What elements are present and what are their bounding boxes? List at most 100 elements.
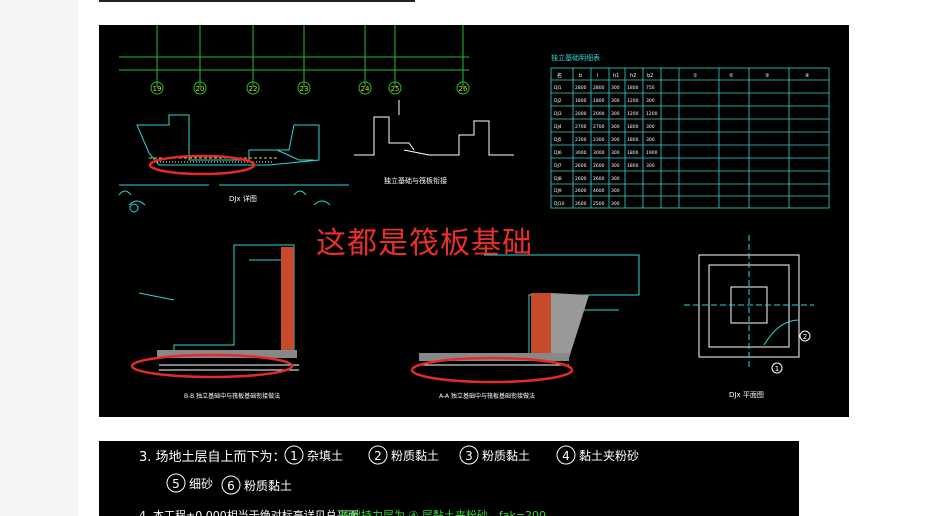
table-cell: 1800 <box>627 124 639 130</box>
table-cell: 2600 <box>575 201 587 207</box>
table-cell: 300 <box>611 188 620 194</box>
plan-mark-label: 1 <box>775 365 779 373</box>
soil-label: 粉质黏土 <box>391 449 439 463</box>
table-cell: 1900 <box>646 150 658 156</box>
soil-num: 6 <box>227 479 235 493</box>
table-cell: DJ8 <box>554 176 562 182</box>
cad-drawing-svg: 19 20 22 23 24 25 26 DJx 详图 <box>118 25 830 400</box>
table-cell: 1800 <box>627 137 639 143</box>
table-cell: DJ10 <box>554 201 565 207</box>
table-cell: 2700 <box>593 124 605 130</box>
table-cell: 300 <box>646 137 655 143</box>
section-aa <box>419 254 640 366</box>
table-cell: 300 <box>611 85 620 91</box>
notes-line-3: 4. 本工程±0.000相当于绝对标高详见总平面 <box>139 508 359 516</box>
highlight-circle-2 <box>130 353 294 379</box>
table-header: b2 <box>647 73 653 79</box>
table-cell: 750 <box>646 85 655 91</box>
table-cell: 1800 <box>575 98 587 104</box>
highlight-circle-1 <box>148 154 256 176</box>
table-cell: DJ2 <box>554 98 562 104</box>
table-cell: 4600 <box>593 188 605 194</box>
notes-line-1: 3. 场地土层自上而下为： <box>139 450 286 465</box>
table-title: 独立基础明细表 <box>551 53 600 62</box>
foundation-table: 独立基础明细表 <box>550 53 830 209</box>
axis-label: 22 <box>249 85 258 93</box>
hatch-wedge <box>551 293 589 358</box>
soil-num: 2 <box>374 449 382 463</box>
top-divider <box>99 0 415 2</box>
table-cell: DJ7 <box>554 163 562 169</box>
plan-djx <box>684 235 814 370</box>
table-cell: 2800 <box>575 85 587 91</box>
table-cell: DJ3 <box>554 111 562 117</box>
table-cell: 1200 <box>627 111 639 117</box>
table-cell: 2600 <box>575 176 587 182</box>
axis-bubble: 22 <box>246 81 260 95</box>
table-cell: DJ6 <box>554 150 562 156</box>
table-header: 名 <box>557 72 562 79</box>
table-cell: 1200 <box>646 111 658 117</box>
table-cell: 1800 <box>627 150 639 156</box>
plan-caption: DJx 平面图 <box>729 391 764 399</box>
axis-label: 19 <box>153 85 162 93</box>
table-cell: 3000 <box>593 150 605 156</box>
table-cell: 300 <box>611 111 620 117</box>
table-cell: 300 <box>646 124 655 130</box>
table-cell: 2000 <box>593 111 605 117</box>
cad-notes-svg: 3. 场地土层自上而下为： 1 杂填土 2 粉质黏土 3 粉质黏土 4 黏土夹粉… <box>139 445 639 516</box>
table-cell: 2600 <box>593 176 605 182</box>
axis-bubble: 19 <box>150 81 164 95</box>
table-header: ④ <box>805 73 810 79</box>
table-cell: 2300 <box>593 137 605 143</box>
table-cell: 300 <box>646 163 655 169</box>
annotation-caption: 这都是筏板基础 <box>316 226 533 261</box>
soil-label: 粉质黏土 <box>244 479 292 493</box>
axis-bubble: 25 <box>388 81 402 95</box>
table-cell: 2500 <box>593 201 605 207</box>
axis-label: 23 <box>300 85 309 93</box>
plan-mark-label: 2 <box>803 333 807 341</box>
table-cell: DJ9 <box>554 188 562 194</box>
table-cell: 1800 <box>627 163 639 169</box>
table-header: h2 <box>630 73 636 79</box>
soil-label: 粉质黏土 <box>482 449 530 463</box>
table-cell: 1200 <box>627 98 639 104</box>
soil-num: 4 <box>562 449 570 463</box>
table-cell: 300 <box>611 137 620 143</box>
table-cell: 300 <box>611 98 620 104</box>
grid-lines <box>119 25 469 87</box>
axis-label: 26 <box>459 85 468 93</box>
table-cell: 300 <box>611 201 620 207</box>
table-cell: DJ1 <box>554 85 562 91</box>
soil-label: 杂填土 <box>307 449 343 463</box>
cad-notes: 3. 场地土层自上而下为： 1 杂填土 2 粉质黏土 3 粉质黏土 4 黏土夹粉… <box>99 441 799 516</box>
axis-label: 25 <box>391 85 400 93</box>
table-cell: 300 <box>611 176 620 182</box>
table-header: h1 <box>613 73 619 79</box>
soil-label: 黏土夹粉砂 <box>579 449 639 463</box>
table-header: b <box>579 73 582 79</box>
middle-caption: 独立基础与筏板衔接 <box>384 176 447 185</box>
section-bb-caption: B-B 独立基础中与筏板基础衔接做法 <box>184 392 280 400</box>
cad-drawing-foundation: 19 20 22 23 24 25 26 DJx 详图 <box>99 25 849 417</box>
axis-bubbles: 19 20 22 23 24 25 26 <box>150 81 470 95</box>
table-header: ① <box>693 73 698 79</box>
table-cell: 1800 <box>627 85 639 91</box>
detail-middle <box>354 100 514 156</box>
plan-marker: 1 <box>771 362 783 374</box>
soil-num: 5 <box>172 477 180 491</box>
brick-wall <box>281 247 294 353</box>
detail-caption: DJx 详图 <box>229 194 257 203</box>
axis-bubble: 26 <box>456 81 470 95</box>
table-cell: 1800 <box>593 98 605 104</box>
soil-label: 细砂 <box>189 477 213 491</box>
brick-wall-aa <box>531 293 551 358</box>
left-gutter <box>0 0 78 516</box>
soil-num: 3 <box>465 449 473 463</box>
table-header: l <box>597 73 598 79</box>
axis-bubble: 24 <box>358 81 372 95</box>
table-cell: DJ5 <box>554 137 562 143</box>
table-cell: 2000 <box>575 111 587 117</box>
axis-label: 20 <box>196 85 205 93</box>
